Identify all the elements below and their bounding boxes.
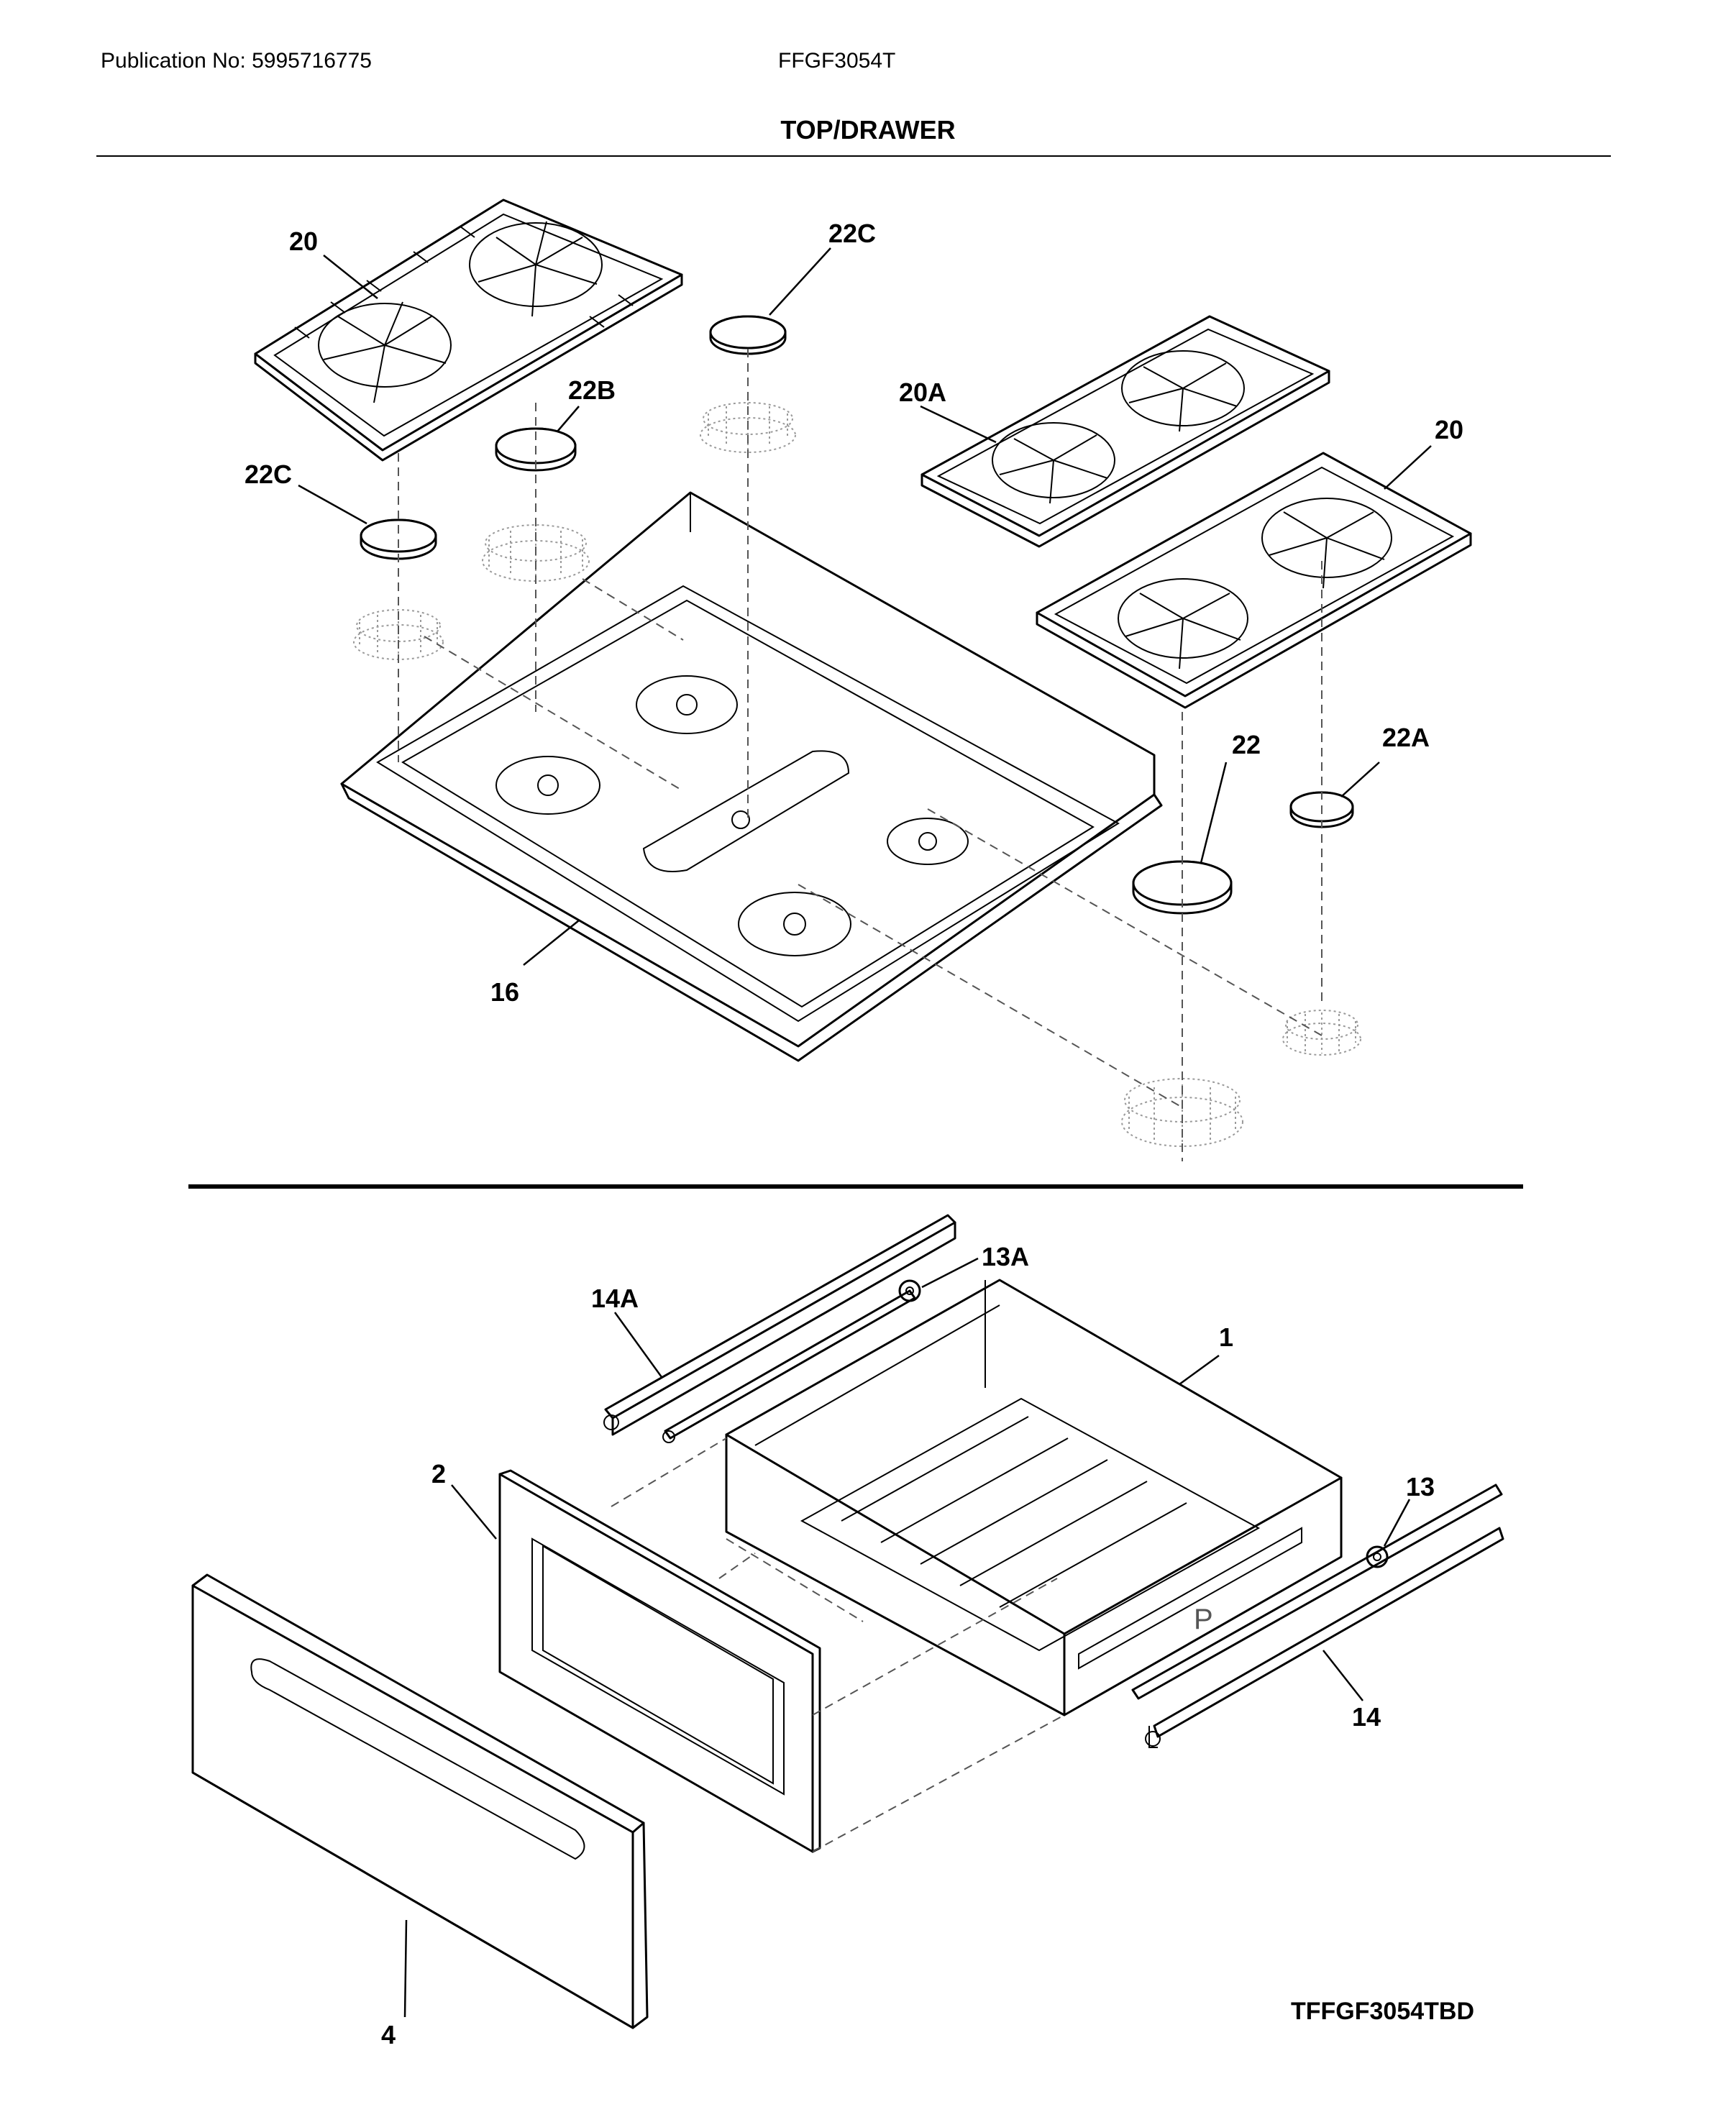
grate-20-right [1036,452,1472,709]
callout-13A: 13A [982,1242,1029,1271]
callout-labels: 20 22C 22B 22C 20A 20 22 22A 16 13A 14A … [245,219,1463,2049]
callout-2: 2 [431,1459,446,1489]
cooktop-16 [340,491,1163,1062]
drawer-body-1: P [725,1279,1343,1716]
leader-lines [298,247,1432,2018]
callout-22B: 22B [568,375,616,405]
burner-head-22C-upper [700,402,796,453]
burner-head-22 [1121,1078,1243,1147]
drawer-panel-4 [191,1573,649,2029]
drawer-rail-14A [603,1214,956,1443]
callout-20A: 20A [899,378,946,407]
header-rule [96,155,1611,157]
callout-14: 14 [1352,1702,1381,1732]
callout-22: 22 [1232,730,1261,759]
roller-13A [898,1279,921,1302]
publication-number: Publication No: 5995716775 [101,49,372,73]
burner-cap-22C-upper [709,315,787,355]
callout-22C-upper: 22C [828,219,876,248]
callout-20-right: 20 [1435,415,1463,444]
burner-head-22A [1282,1010,1361,1056]
callout-20-left: 20 [289,227,318,256]
grate-20-left [254,198,683,462]
assembly-lines-top [398,349,1322,1161]
section-divider [188,1184,1523,1189]
section-title: TOP/DRAWER [780,115,956,145]
callout-1: 1 [1219,1322,1233,1352]
callout-4: 4 [381,2020,396,2049]
callout-13: 13 [1406,1472,1435,1501]
drawer-rail-14 [1131,1484,1504,1748]
diagram-code: TFFGF3054TBD [1291,1998,1475,2025]
grate-20A [920,315,1330,548]
assembly-lines-drawer [611,1437,1065,1852]
drawer-liner-2 [498,1469,821,1853]
callout-22A: 22A [1382,723,1430,752]
callout-16: 16 [490,977,519,1007]
model-number: FFGF3054T [778,49,896,73]
burner-cap-22C-left [360,518,437,560]
callout-14A: 14A [591,1284,639,1313]
svg-text:P: P [1194,1604,1213,1635]
callout-22C-left: 22C [245,460,292,489]
